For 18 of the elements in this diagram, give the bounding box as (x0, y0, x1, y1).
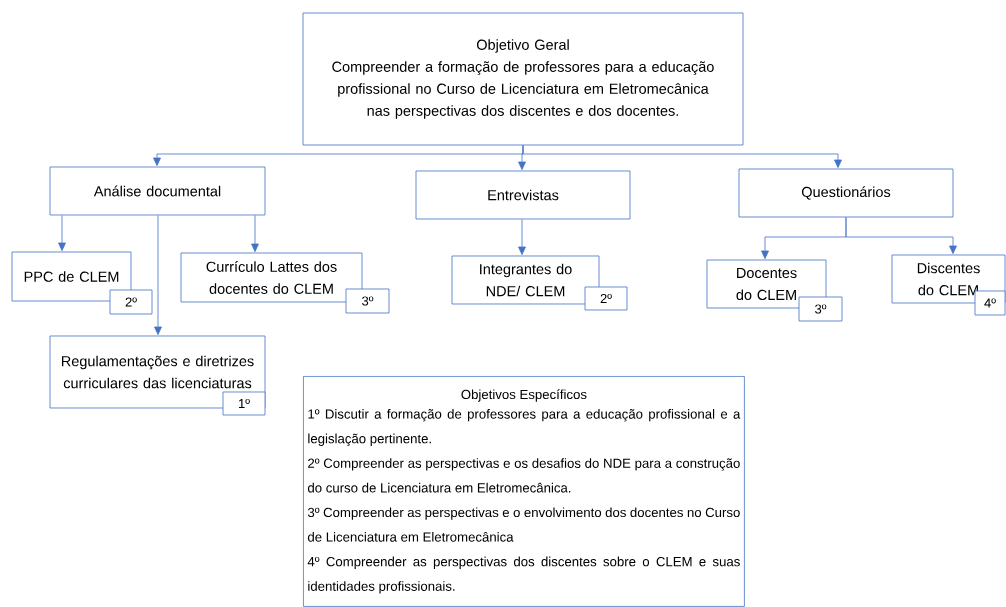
arrow (58, 215, 66, 251)
arrow (154, 215, 162, 335)
number-badge: 3º (798, 296, 843, 322)
process-box: Entrevistas (415, 170, 631, 220)
number-badge: 1º (222, 391, 266, 416)
process-box: Questionários (738, 168, 954, 218)
objectives-box: Objetivos Específicos 1º Discutir a formação de professores para a educação profissional e a legislação pertinente. 2º Compreender as perspectivas e os desafios do NDE para a construção do curso de Licenciatura em Eletromecânica. 3º Compreender as perspectivas e o envolvimento dos docentes no Curso de Licenciatura em Eletromecânica 4º Compreender as perspectivas dos discentes sobre o CLEM e suas identidades profissionais. (303, 376, 745, 607)
process-box: Objetivo Geral Compreender a formação de professores para a educação profissional no Curso de Licenciatura em Eletromecânica nas perspectivas dos discentes e dos docentes. (302, 12, 744, 146)
arrow (251, 215, 259, 252)
arrow (518, 219, 526, 255)
number-badge: 2º (109, 289, 153, 315)
process-box: Integrantes do NDE/ CLEM (451, 255, 600, 305)
arrow (522, 145, 842, 168)
number-badge: 2º (584, 286, 628, 311)
arrow (845, 217, 957, 254)
process-box: Análise documental (49, 166, 266, 216)
process-box: Currículo Lattes dos docentes do CLEM (180, 252, 363, 303)
number-badge: 3º (345, 288, 390, 314)
